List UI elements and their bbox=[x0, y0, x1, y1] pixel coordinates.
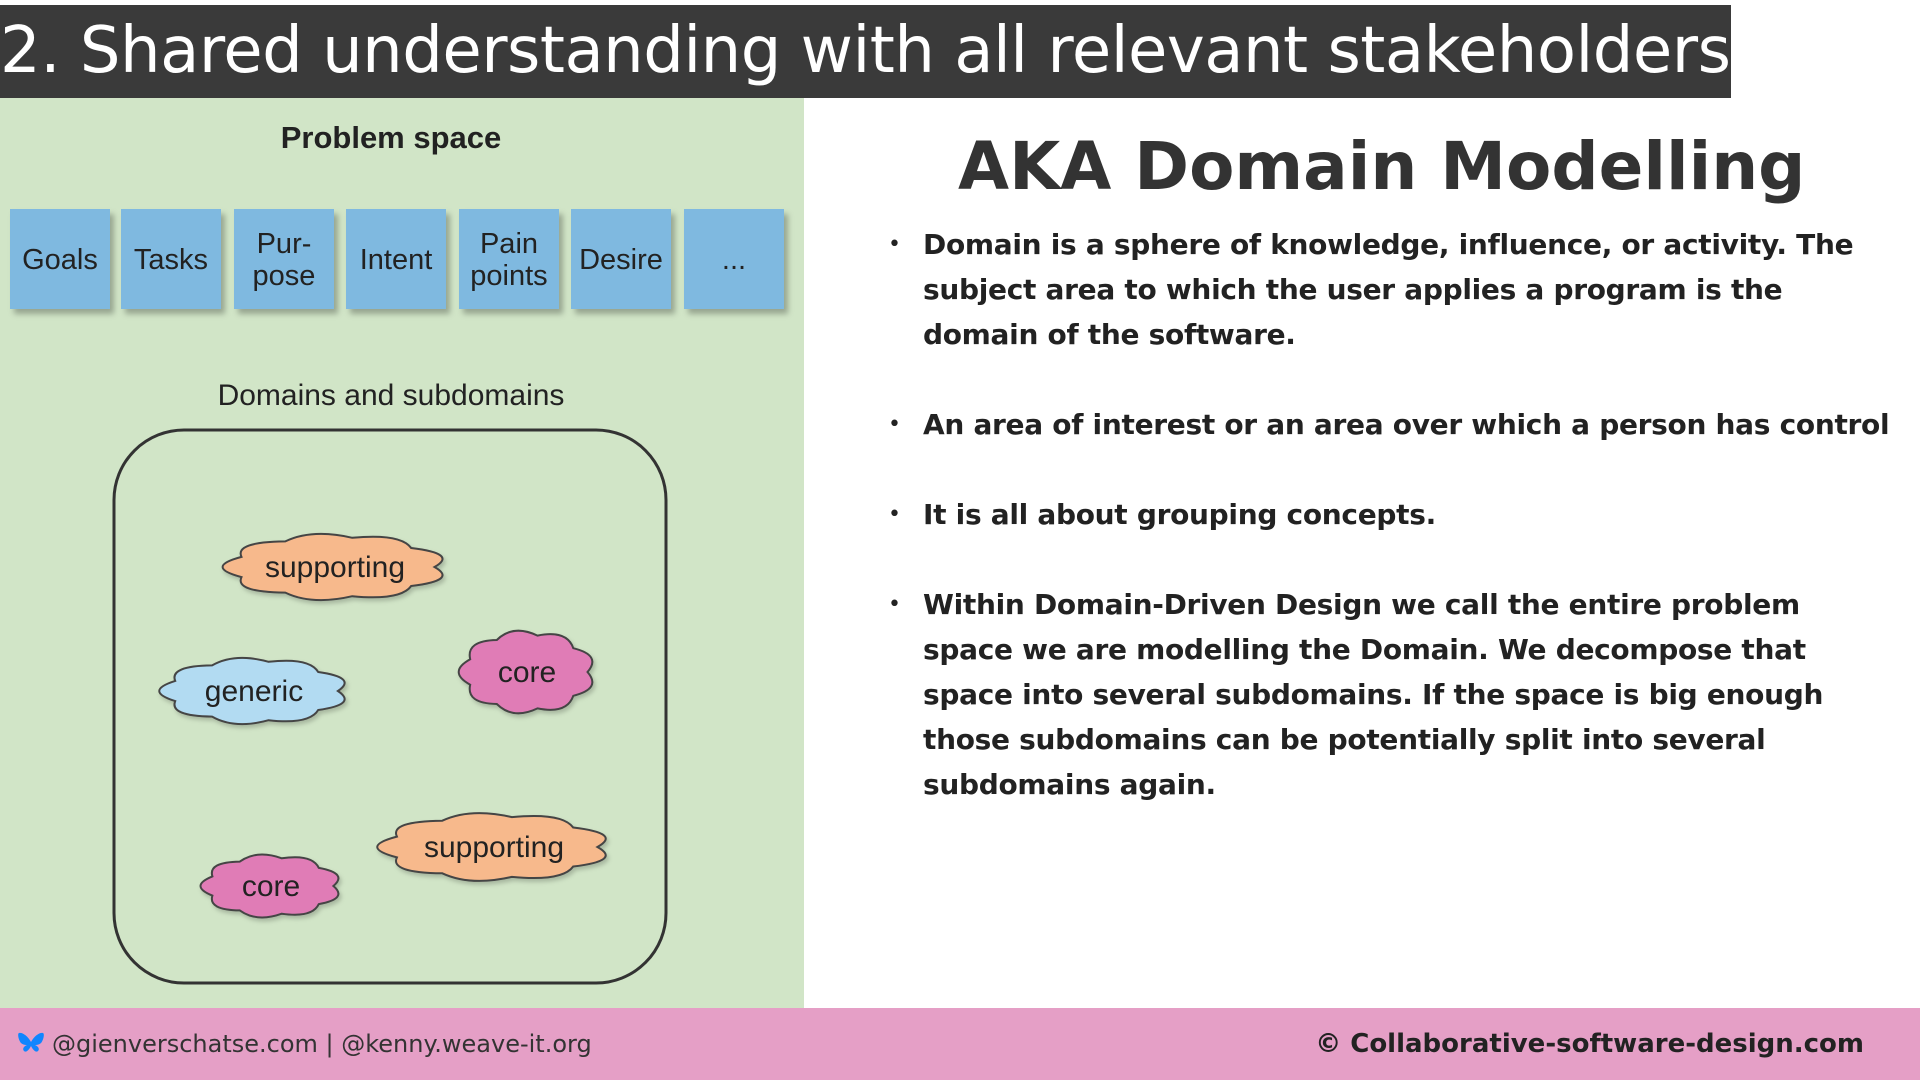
bullet-dot: • bbox=[888, 412, 901, 437]
bullet-item: • Within Domain-Driven Design we call the… bbox=[888, 582, 1898, 807]
slide-title: 2. Shared understanding with all relevan… bbox=[0, 5, 1731, 98]
cloud-shape bbox=[221, 532, 444, 602]
problem-box: Tasks bbox=[121, 209, 221, 309]
bullet-item: • It is all about grouping concepts. bbox=[888, 492, 1898, 537]
bullet-text: An area of interest or an area over whic… bbox=[923, 408, 1890, 441]
problem-box-label: Desire bbox=[579, 244, 663, 276]
bullet-text: Domain is a sphere of knowledge, influen… bbox=[923, 228, 1854, 351]
problem-box: Goals bbox=[10, 209, 110, 309]
problem-box-label: pose bbox=[253, 260, 316, 292]
problem-box: Intent bbox=[346, 209, 446, 309]
cloud-shape bbox=[199, 853, 340, 919]
cloud-shape bbox=[376, 812, 607, 882]
problem-box-label: points bbox=[470, 260, 547, 292]
cloud-shape bbox=[158, 656, 346, 726]
cloud-label: generic bbox=[205, 675, 303, 708]
bullet-dot: • bbox=[888, 232, 901, 257]
bullet-item: • An area of interest or an area over whi… bbox=[888, 402, 1898, 447]
problem-box: Pur-pose bbox=[234, 209, 334, 309]
problem-box: Desire bbox=[571, 209, 671, 309]
copyright-text: © Collaborative-software-design.com bbox=[1315, 1029, 1864, 1059]
problem-box-label: Intent bbox=[360, 244, 433, 276]
cloud-shape bbox=[457, 629, 594, 715]
problem-space-diagram: Problem space Goals Tasks Pur-pose Intent Pa… bbox=[0, 98, 804, 1008]
section-heading: AKA Domain Modelling bbox=[958, 128, 1806, 205]
cloud-label: core bbox=[242, 870, 300, 903]
subdomain-cloud-supporting: supporting bbox=[376, 812, 607, 882]
bullet-text: Within Domain-Driven Design we call the … bbox=[923, 588, 1824, 801]
cloud-label: supporting bbox=[265, 551, 405, 584]
problem-box-label: Tasks bbox=[134, 244, 208, 276]
problem-box-label: Pain bbox=[480, 228, 538, 260]
bullet-list: • Domain is a sphere of knowledge, influe… bbox=[888, 222, 1898, 852]
bullet-item: • Domain is a sphere of knowledge, influe… bbox=[888, 222, 1898, 357]
domains-label: Domains and subdomains bbox=[218, 379, 565, 412]
subdomain-cloud-generic: generic bbox=[158, 656, 346, 726]
subdomain-clouds: supporting generic core supporting core bbox=[158, 532, 607, 919]
footer-bar: @gienverschatse.com | @kenny.weave-it.or… bbox=[0, 1008, 1920, 1080]
social-handles: @gienverschatse.com | @kenny.weave-it.or… bbox=[18, 1008, 592, 1080]
bullet-dot: • bbox=[888, 502, 901, 527]
problem-box-label: Pur- bbox=[257, 228, 312, 260]
bullet-dot: • bbox=[888, 592, 901, 617]
bullet-text: It is all about grouping concepts. bbox=[923, 498, 1436, 531]
problem-box: ... bbox=[684, 209, 784, 309]
domain-boundary bbox=[112, 428, 668, 985]
subdomain-cloud-supporting: supporting bbox=[221, 532, 444, 602]
subdomain-cloud-core: core bbox=[457, 629, 594, 715]
butterfly-icon bbox=[18, 1032, 44, 1052]
problem-box-label: Goals bbox=[22, 244, 98, 276]
problem-box-label: ... bbox=[722, 244, 746, 276]
diagram-canvas: Problem space Goals Tasks Pur-pose Intent Pa… bbox=[10, 120, 784, 985]
social-text: @gienverschatse.com | @kenny.weave-it.or… bbox=[52, 1030, 592, 1058]
subdomain-cloud-core: core bbox=[199, 853, 340, 919]
cloud-label: supporting bbox=[424, 831, 564, 864]
cloud-label: core bbox=[498, 656, 556, 689]
problem-space-label: Problem space bbox=[281, 120, 502, 155]
